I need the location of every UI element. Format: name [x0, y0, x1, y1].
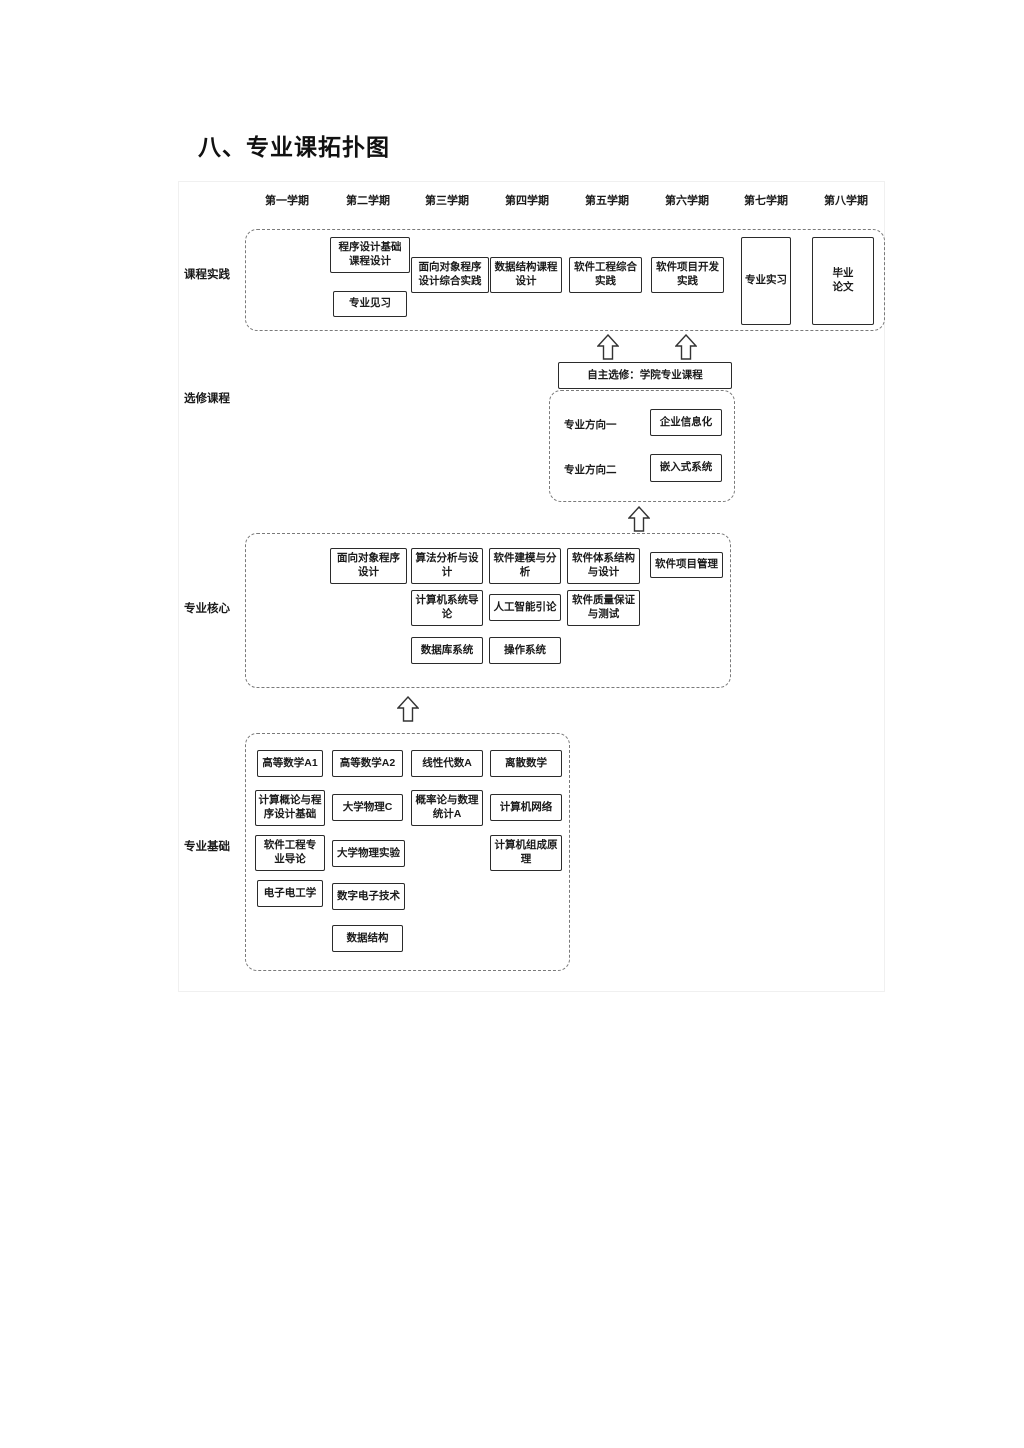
practice-container: [245, 229, 885, 331]
semester-header-8: 第八学期: [824, 195, 868, 207]
practice-box-graduation-thesis: 毕业 论文: [812, 237, 874, 325]
row-label-elective: 选修课程: [184, 393, 230, 405]
foundation-box-probability-statistics: 概率论与数理 统计A: [411, 790, 483, 826]
core-container: [245, 533, 731, 688]
foundation-box-linear-algebra: 线性代数A: [411, 750, 483, 777]
semester-header-1: 第一学期: [265, 195, 309, 207]
core-box-ai-intro: 人工智能引论: [489, 594, 561, 621]
elective-direction2-label: 专业方向二: [564, 464, 617, 476]
core-box-database-systems: 数据库系统: [411, 637, 483, 664]
foundation-container: [245, 733, 570, 971]
foundation-box-discrete-math: 离散数学: [490, 750, 562, 777]
elective-header-box: 自主选修：学院专业课程: [558, 362, 732, 389]
foundation-box-computing-intro-programming: 计算概论与程 序设计基础: [255, 790, 325, 826]
semester-header-4: 第四学期: [505, 195, 549, 207]
elective-box-enterprise-informatization: 企业信息化: [650, 409, 722, 436]
core-box-quality-assurance-testing: 软件质量保证 与测试: [567, 590, 640, 626]
core-box-operating-systems: 操作系统: [489, 637, 561, 664]
foundation-box-physics-lab: 大学物理实验: [332, 840, 405, 867]
core-box-software-project-management: 软件项目管理: [650, 552, 723, 578]
practice-box-professional-observation: 专业见习: [333, 291, 407, 317]
practice-box-oop-comprehensive-practice: 面向对象程序 设计综合实践: [411, 257, 489, 293]
up-arrow-icon: [597, 334, 619, 360]
row-label-foundation: 专业基础: [184, 841, 230, 853]
core-box-software-modeling-analysis: 软件建模与分 析: [489, 548, 561, 584]
row-label-practice: 课程实践: [184, 269, 230, 281]
up-arrow-icon: [397, 696, 419, 722]
elective-container: [549, 390, 735, 502]
page-title: 八、专业课拓扑图: [198, 134, 390, 160]
row-label-core: 专业核心: [184, 603, 230, 615]
practice-box-programming-basics-design: 程序设计基础 课程设计: [330, 237, 410, 273]
practice-box-internship: 专业实习: [741, 237, 791, 325]
semester-header-5: 第五学期: [585, 195, 629, 207]
practice-box-project-dev-practice: 软件项目开发 实践: [651, 257, 724, 293]
elective-box-embedded-systems: 嵌入式系统: [650, 454, 722, 482]
core-box-algorithm-analysis-design: 算法分析与设 计: [411, 548, 483, 584]
semester-header-7: 第七学期: [744, 195, 788, 207]
semester-header-6: 第六学期: [665, 195, 709, 207]
up-arrow-icon: [675, 334, 697, 360]
foundation-box-physics-c: 大学物理C: [332, 794, 403, 821]
semester-header-3: 第三学期: [425, 195, 469, 207]
diagram-frame: [178, 181, 885, 992]
foundation-box-calculus-a2: 高等数学A2: [332, 750, 403, 777]
practice-box-se-comprehensive-practice: 软件工程综合 实践: [569, 257, 642, 293]
semester-header-2: 第二学期: [346, 195, 390, 207]
core-box-oop: 面向对象程序 设计: [330, 548, 407, 584]
elective-direction1-label: 专业方向一: [564, 419, 617, 431]
foundation-box-calculus-a1: 高等数学A1: [257, 750, 323, 777]
up-arrow-icon: [628, 506, 650, 532]
foundation-box-electronics-electrical: 电子电工学: [257, 880, 323, 907]
foundation-box-data-structures: 数据结构: [332, 925, 403, 952]
foundation-box-computer-organization: 计算机组成原 理: [490, 835, 562, 871]
practice-box-data-structure-design: 数据结构课程 设计: [490, 257, 562, 293]
foundation-box-digital-electronics: 数字电子技术: [332, 883, 405, 910]
foundation-box-se-intro: 软件工程专 业导论: [255, 835, 325, 871]
core-box-software-architecture-design: 软件体系结构 与设计: [567, 548, 640, 584]
foundation-box-computer-networks: 计算机网络: [490, 794, 562, 821]
core-box-computer-systems-intro: 计算机系统导 论: [411, 590, 483, 626]
